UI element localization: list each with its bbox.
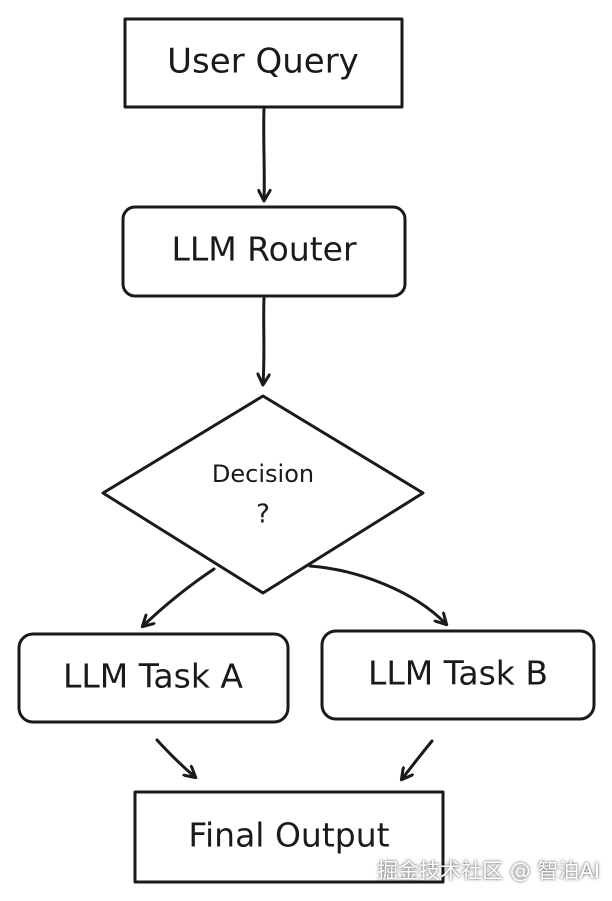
edge-decision-to-task-b [308,564,446,624]
node-final-output-label: Final Output [188,816,389,855]
edge-task-a-to-final [155,738,195,777]
node-task-b-label: LLM Task B [368,654,548,693]
node-user-query-label: User Query [167,42,359,82]
node-decision-label: Decision [212,460,314,488]
edge-router-to-decision [263,296,264,384]
node-task-a-label: LLM Task A [63,657,243,696]
node-llm-router: LLM Router [121,205,407,298]
watermark-text: 掘金技术社区 @ 智泊AI [377,859,600,883]
node-user-query: User Query [123,17,404,109]
node-decision-question-mark: ? [256,500,270,530]
edge-user-query-to-router [264,106,265,200]
node-decision: Decision ? [101,394,425,595]
node-task-a: LLM Task A [17,632,290,724]
edge-task-b-to-final [402,739,434,779]
node-task-b: LLM Task B [320,629,596,721]
edge-decision-to-task-a [143,567,216,626]
node-llm-router-label: LLM Router [171,230,357,269]
node-final-output: Final Output [133,790,445,884]
